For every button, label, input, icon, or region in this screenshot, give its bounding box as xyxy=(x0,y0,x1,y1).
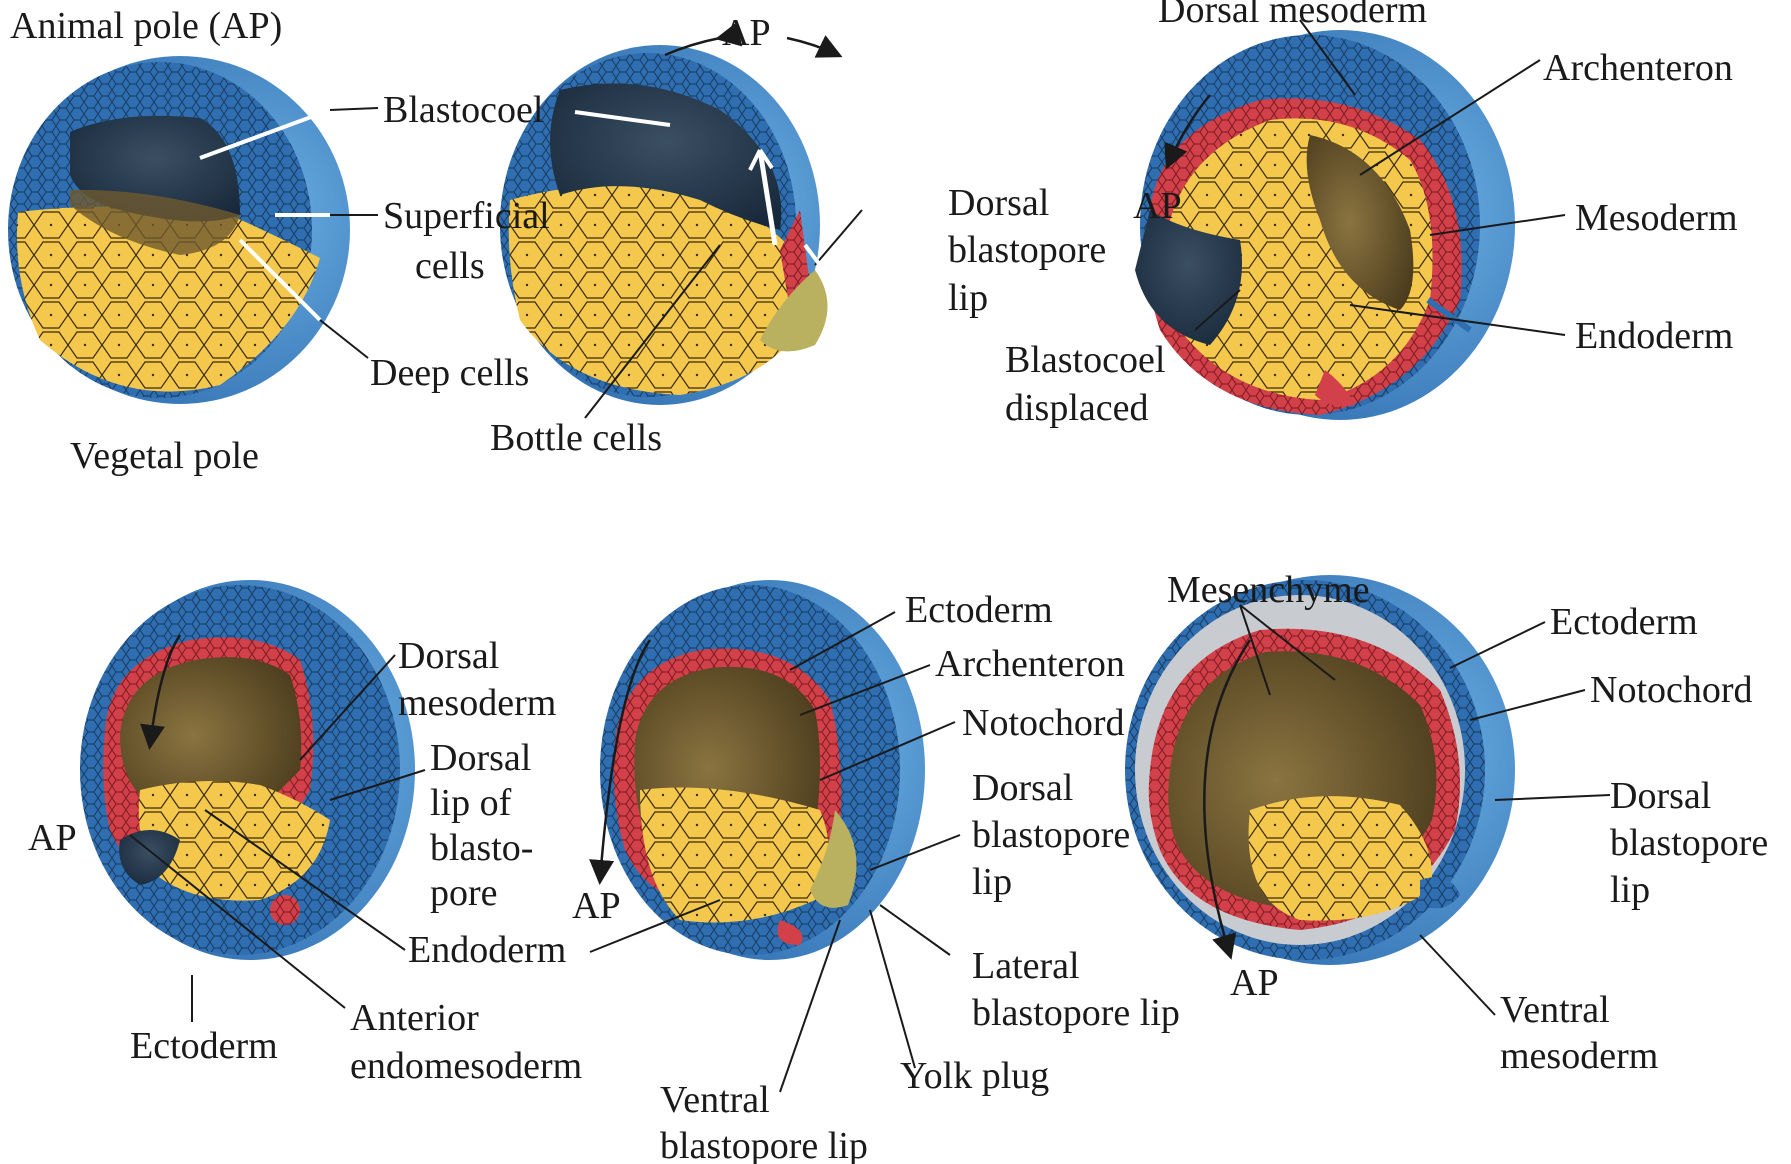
label-dorsal-mesoderm: Dorsal mesoderm xyxy=(1158,0,1427,31)
label-lip: lip xyxy=(948,277,988,319)
label-ap: AP xyxy=(28,817,77,859)
label-lip: lip xyxy=(1610,869,1650,911)
label-dorsal: Dorsal xyxy=(398,635,499,677)
label-vegetal-pole: Vegetal pole xyxy=(70,435,259,477)
label-blastocoel: Blastocoel xyxy=(383,89,543,131)
label-blasto: blasto- xyxy=(430,827,533,869)
label-ectoderm: Ectoderm xyxy=(905,589,1053,631)
label-blastocoel: Blastocoel xyxy=(1005,339,1165,381)
label-ectoderm: Ectoderm xyxy=(1550,601,1698,643)
label-displaced: displaced xyxy=(1005,387,1149,429)
embryo-5 xyxy=(600,580,925,960)
label-animal-pole: Animal pole (AP) xyxy=(10,5,282,47)
label-yolk-plug: Yolk plug xyxy=(900,1055,1049,1097)
label-mesoderm: Mesoderm xyxy=(1575,197,1738,239)
label-ventral: Ventral xyxy=(1500,989,1610,1031)
label-mesoderm: mesoderm xyxy=(1500,1035,1658,1077)
label-mesoderm: mesoderm xyxy=(398,682,556,724)
label-archenteron: Archenteron xyxy=(935,643,1125,685)
label-dorsal: Dorsal xyxy=(948,182,1049,224)
label-blastopore: blastopore xyxy=(948,229,1106,271)
label-ap: AP xyxy=(1133,185,1182,227)
label-archenteron: Archenteron xyxy=(1543,47,1733,89)
label-dorsal-lip: Dorsal xyxy=(430,737,531,779)
label-ap: AP xyxy=(722,12,771,54)
label-blastopore: blastopore xyxy=(1610,822,1768,864)
label-ventral-blastopore-lip: blastopore lip xyxy=(660,1125,868,1164)
label-endoderm: Endoderm xyxy=(1575,315,1733,357)
label-endomesoderm: endomesoderm xyxy=(350,1045,582,1087)
label-ectoderm: Ectoderm xyxy=(130,1025,278,1067)
label-notochord: Notochord xyxy=(962,702,1125,744)
label-pore: pore xyxy=(430,872,498,914)
label-blastopore: blastopore xyxy=(972,814,1130,856)
label-lateral: Lateral xyxy=(972,945,1080,987)
label-lip-of: lip of xyxy=(430,782,512,824)
embryo-1 xyxy=(8,56,350,404)
label-dorsal: Dorsal xyxy=(972,767,1073,809)
label-anterior: Anterior xyxy=(350,997,479,1039)
label-mesenchyme: Mesenchyme xyxy=(1167,569,1370,611)
label-bottle-cells: Bottle cells xyxy=(490,417,662,459)
label-ap: AP xyxy=(572,885,621,927)
label-ventral: Ventral xyxy=(660,1079,770,1121)
label-notochord: Notochord xyxy=(1590,669,1753,711)
embryo-3 xyxy=(1135,30,1515,420)
label-cells: cells xyxy=(415,245,485,287)
label-lip: lip xyxy=(972,861,1012,903)
label-ap: AP xyxy=(1230,962,1279,1004)
label-deep-cells: Deep cells xyxy=(370,352,529,394)
label-dorsal: Dorsal xyxy=(1610,775,1711,817)
embryo-6 xyxy=(1125,575,1515,965)
label-endoderm: Endoderm xyxy=(408,929,566,971)
label-lateral-blastopore-lip: blastopore lip xyxy=(972,992,1180,1034)
label-superficial: Superficial xyxy=(383,195,550,237)
embryo-4 xyxy=(80,580,415,960)
